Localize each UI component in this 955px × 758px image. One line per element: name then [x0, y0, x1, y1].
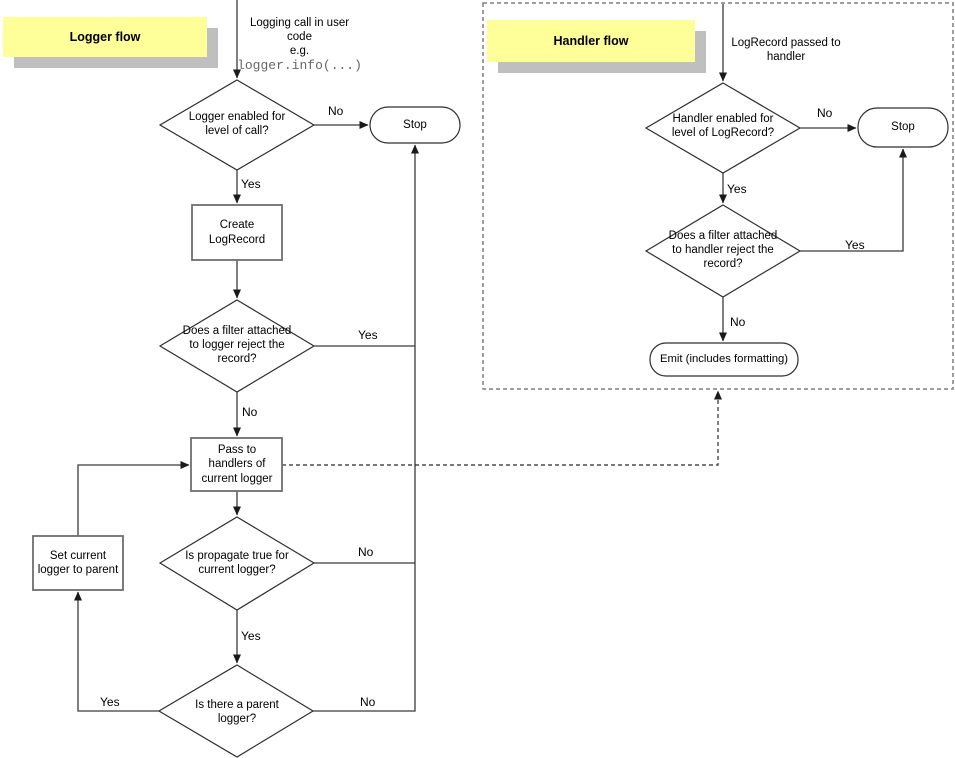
- pass-to-handlers-label: Pass to handlers of current logger: [201, 443, 273, 485]
- rect-pass-to-handlers: [190, 437, 283, 492]
- stadium-logger-stop: [369, 106, 461, 144]
- diamond-logger-level: [158, 79, 316, 171]
- handler-filter-question: Does a filter attached to handler reject…: [668, 230, 778, 270]
- label-parent-no: No: [360, 695, 376, 709]
- logger-entry-note: Logging call in user code e.g. logger.in…: [227, 16, 372, 73]
- logger-level-question: Logger enabled for level of call?: [188, 111, 286, 137]
- stadium-emit: [649, 342, 799, 377]
- handler-level-question: Handler enabled for level of LogRecord?: [671, 113, 775, 139]
- logger-filter-question: Does a filter attached to logger reject …: [182, 325, 292, 365]
- diamond-parent-logger: [157, 664, 315, 758]
- label-handler-filter-yes: Yes: [845, 238, 865, 252]
- label-handler-level-no: No: [817, 106, 833, 120]
- rect-set-current-logger: [32, 535, 124, 591]
- logger-stop-label: Stop: [403, 118, 427, 131]
- label-handler-level-yes: Yes: [727, 182, 747, 196]
- label-parent-yes: Yes: [100, 695, 120, 709]
- diamond-logger-filter: [158, 299, 316, 393]
- logger-flow-title: Logger flow: [3, 17, 207, 57]
- handler-flow-title: Handler flow: [487, 20, 695, 62]
- emit-label: Emit (includes formatting): [659, 353, 789, 366]
- handler-flow-dashed-box: [482, 2, 954, 390]
- handler-entry-text: LogRecord passed to handler: [731, 37, 841, 63]
- edge-handler-filter-yes: [800, 148, 907, 252]
- rect-create-logrecord: [191, 204, 283, 261]
- stadium-handler-stop: [857, 107, 949, 148]
- propagate-question: Is propagate true for current logger?: [185, 550, 289, 576]
- edge-pass-to-handler-flow-dashed: [282, 390, 722, 466]
- set-current-logger-label: Set current logger to parent: [37, 549, 119, 577]
- parent-logger-question: Is there a parent logger?: [195, 699, 279, 725]
- edge-set-current-loop: [77, 461, 190, 536]
- create-logrecord-label: Create LogRecord: [208, 219, 266, 246]
- edge-parent-yes: [74, 591, 159, 712]
- logger-entry-eg: e.g.: [289, 45, 310, 57]
- logger-entry-text: Logging call in user code: [249, 17, 350, 43]
- label-handler-filter-no: No: [730, 315, 746, 329]
- diamond-handler-level: [644, 82, 802, 174]
- label-logger-level-no: No: [328, 104, 344, 118]
- diamond-propagate: [158, 516, 316, 611]
- label-logger-filter-no: No: [242, 405, 258, 419]
- handler-stop-label: Stop: [891, 121, 915, 134]
- label-propagate-no: No: [358, 545, 374, 559]
- label-logger-level-yes: Yes: [241, 177, 261, 191]
- diamond-handler-filter: [644, 204, 802, 298]
- label-logger-filter-yes: Yes: [358, 328, 378, 342]
- logger-entry-code: logger.info(...): [237, 58, 362, 73]
- edge-stop-spine: [313, 144, 419, 712]
- label-propagate-yes: Yes: [241, 629, 261, 643]
